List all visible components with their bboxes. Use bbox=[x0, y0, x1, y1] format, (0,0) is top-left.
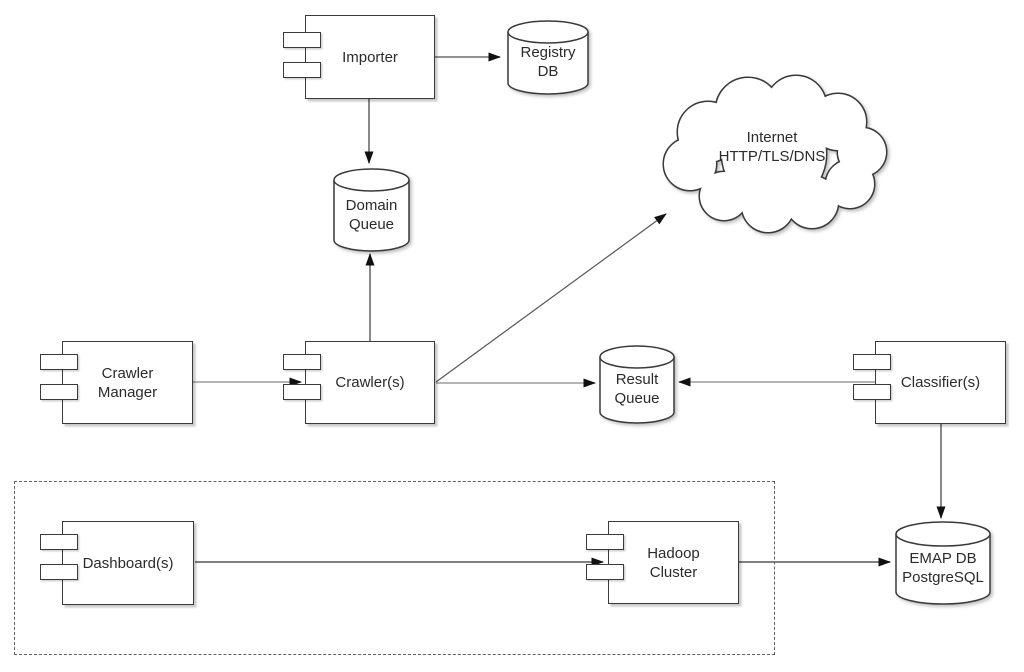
component-crawlers: Crawler(s) bbox=[283, 341, 435, 424]
component-port-icon bbox=[586, 534, 624, 550]
component-port-icon bbox=[283, 384, 321, 400]
crawlers-label: Crawler(s) bbox=[335, 374, 405, 391]
database-domain-queue: Domain Queue bbox=[333, 168, 410, 252]
cylinder-icon bbox=[599, 345, 675, 424]
database-result-queue: Result Queue bbox=[599, 345, 675, 424]
cloud-icon bbox=[662, 74, 888, 234]
component-classifiers: Classifier(s) bbox=[853, 341, 1006, 424]
cloud-internet: Internet HTTP/TLS/DNS bbox=[656, 70, 888, 236]
database-emap-db: EMAP DB PostgreSQL bbox=[895, 521, 991, 605]
component-port-icon bbox=[283, 354, 321, 370]
dashed-boundary bbox=[14, 481, 775, 655]
component-port-icon bbox=[283, 32, 321, 48]
component-dashboards: Dashboard(s) bbox=[40, 521, 194, 605]
emap-db-label: EMAP DB PostgreSQL bbox=[902, 549, 984, 586]
internet-label: Internet HTTP/TLS/DNS bbox=[718, 129, 826, 165]
component-hadoop-cluster: Hadoop Cluster bbox=[586, 521, 739, 604]
cylinder-icon bbox=[895, 521, 991, 605]
registry-db-label: Registry DB bbox=[520, 44, 576, 80]
component-port-icon bbox=[40, 384, 78, 400]
dashboards-label: Dashboard(s) bbox=[82, 554, 174, 572]
component-port-icon bbox=[853, 384, 891, 400]
classifiers-label: Classifier(s) bbox=[900, 374, 981, 391]
component-importer: Importer bbox=[283, 15, 435, 99]
component-port-icon bbox=[40, 564, 78, 580]
result-queue-label: Result Queue bbox=[614, 371, 660, 407]
crawler-manager-label: Crawler Manager bbox=[97, 364, 158, 401]
component-port-icon bbox=[586, 564, 624, 580]
cylinder-icon bbox=[507, 20, 589, 95]
edge-crawlers-internet bbox=[435, 213, 667, 383]
importer-label: Importer bbox=[342, 48, 398, 66]
component-port-icon bbox=[40, 354, 78, 370]
database-registry-db: Registry DB bbox=[507, 20, 589, 95]
component-crawler-manager: Crawler Manager bbox=[40, 341, 193, 424]
component-port-icon bbox=[40, 534, 78, 550]
domain-queue-label: Domain Queue bbox=[345, 196, 398, 233]
component-port-icon bbox=[853, 354, 891, 370]
hadoop-cluster-label: Hadoop Cluster bbox=[647, 544, 700, 581]
component-port-icon bbox=[283, 62, 321, 78]
cylinder-icon bbox=[333, 168, 410, 252]
